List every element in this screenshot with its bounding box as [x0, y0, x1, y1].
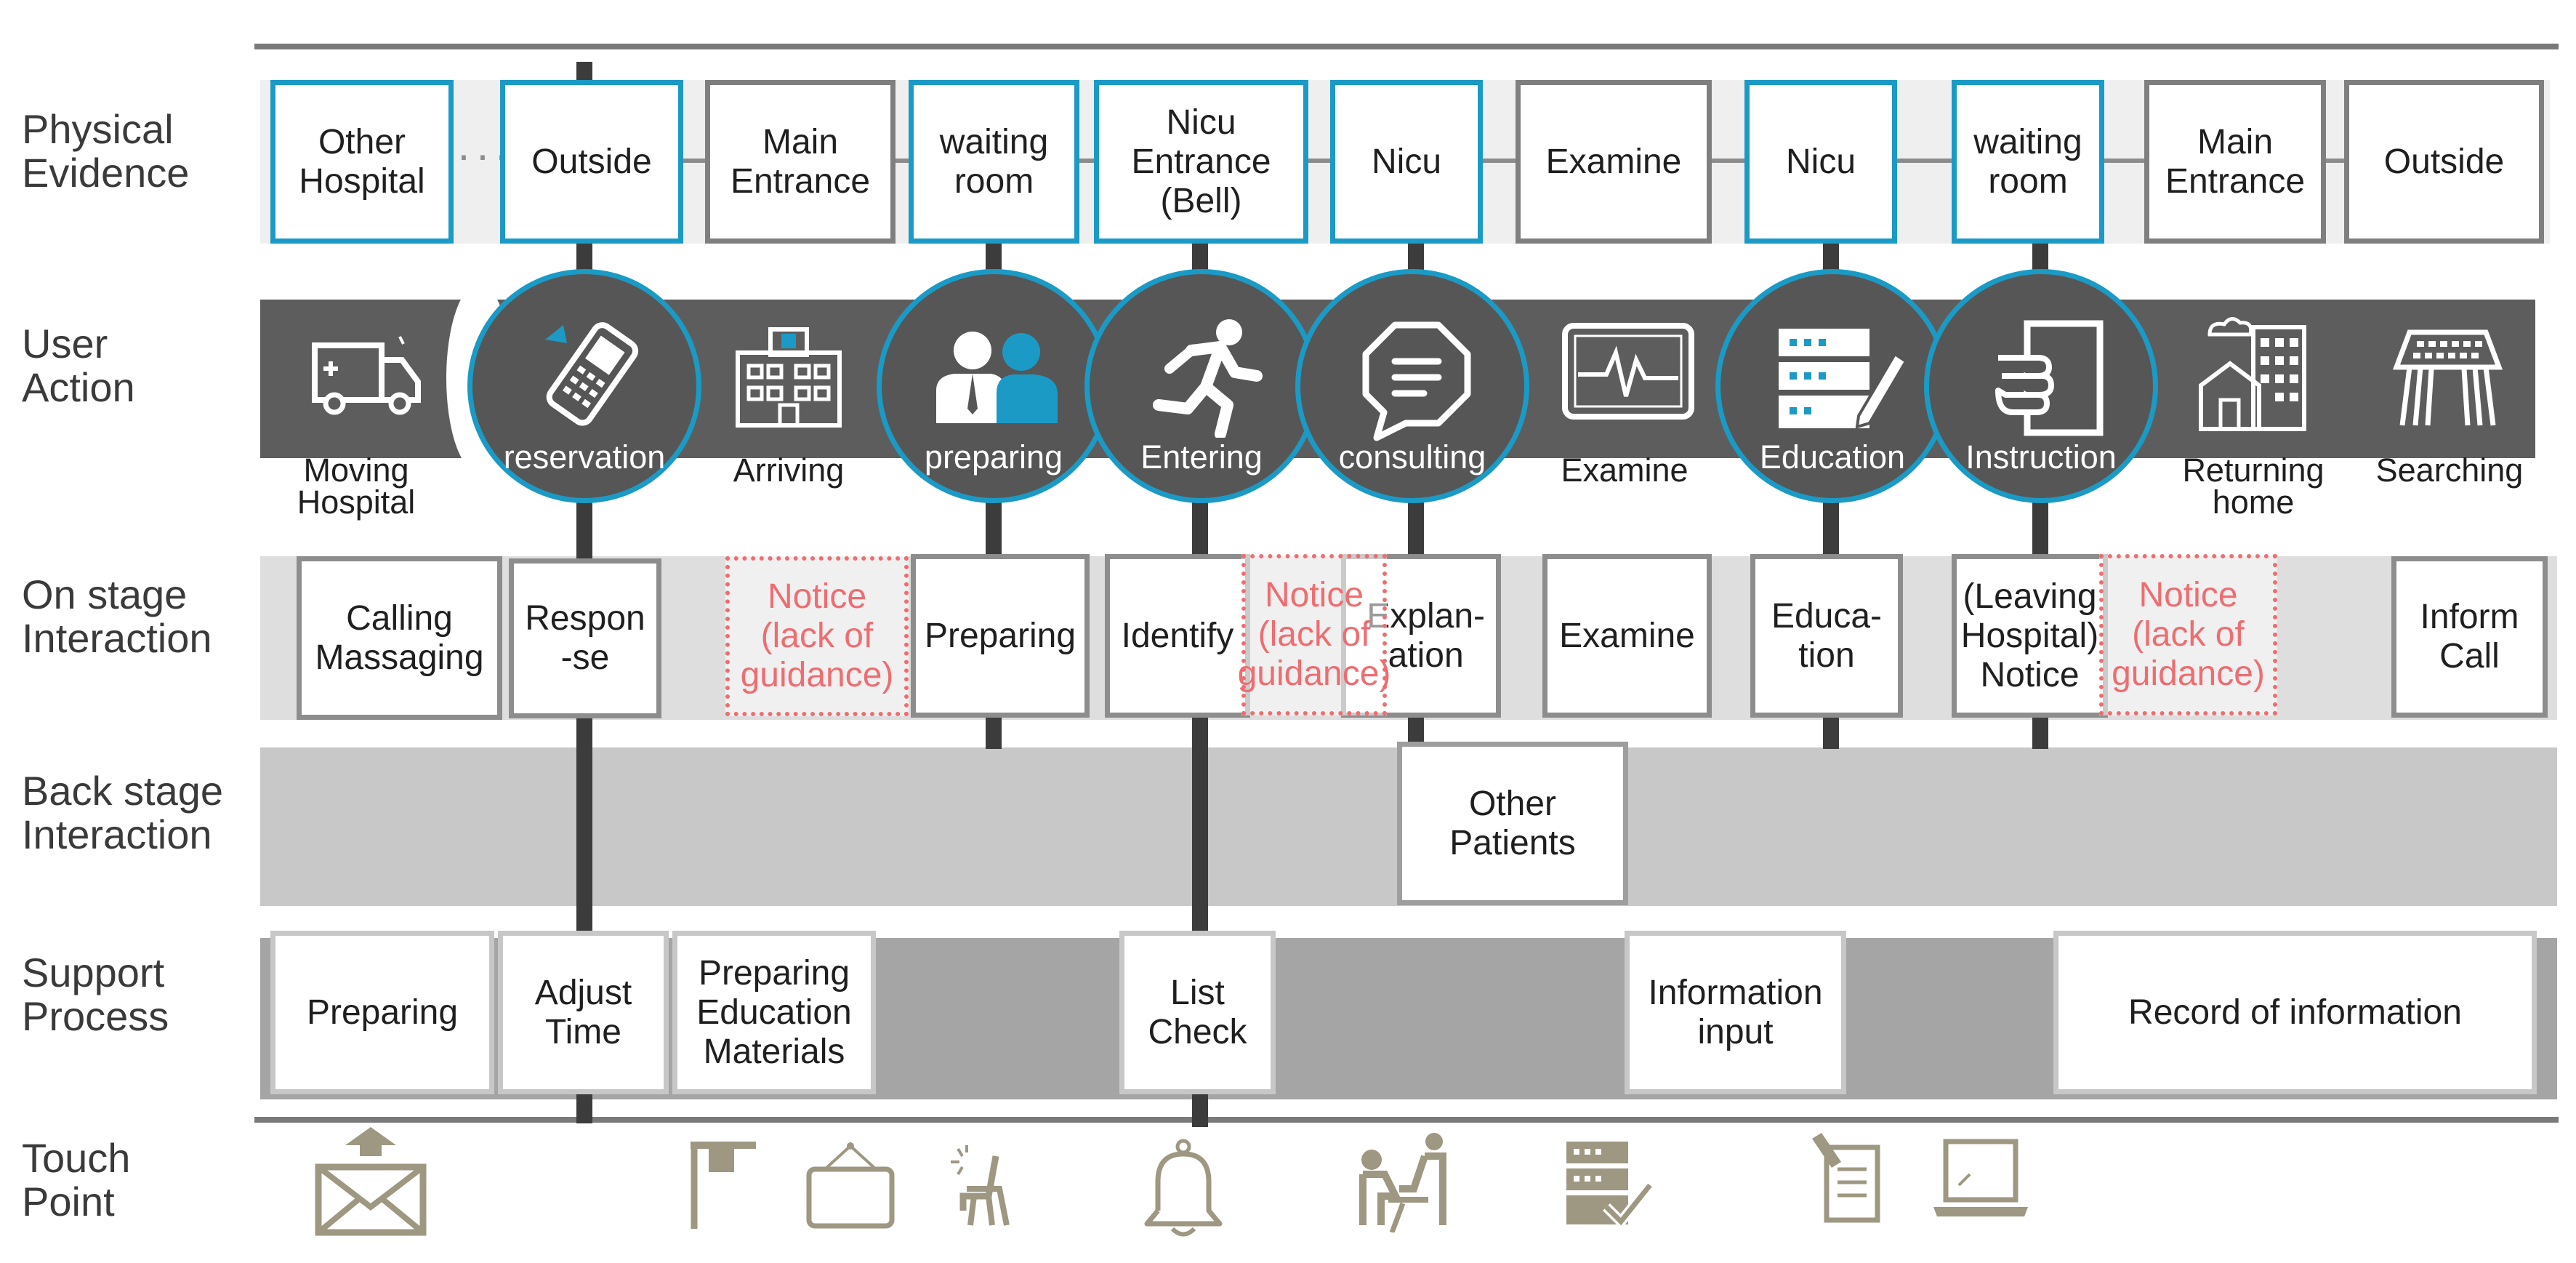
heart-monitor-icon — [1559, 320, 1697, 429]
sp-list-check: List Check — [1119, 931, 1276, 1094]
os-inform-call: Inform Call — [2391, 556, 2548, 718]
pe-connector — [1483, 159, 1516, 163]
pe-connector — [2104, 159, 2144, 163]
pe-connector — [895, 159, 909, 163]
row-label-back-stage: Back stage Interaction — [22, 768, 224, 857]
laptop-icon — [1930, 1138, 2032, 1222]
pe-ellipsis: ··· — [456, 130, 513, 179]
row-label-user-action: User Action — [22, 321, 135, 410]
bottom-rule — [254, 1117, 2559, 1123]
bs-other-patients: Other Patients — [1397, 742, 1628, 905]
ua-circle-preparing: preparing — [877, 269, 1111, 503]
ua-label-education: Education — [1759, 438, 1906, 476]
ua-label-arriving: Arriving — [733, 452, 845, 489]
flag-sign-icon — [687, 1138, 760, 1232]
ua-label-consulting: consulting — [1338, 438, 1486, 476]
os-leaving-notice: (Leaving Hospital) Notice — [1952, 554, 2108, 718]
pe-outside-2: Outside — [2344, 80, 2544, 244]
speech-bubble-icon — [1355, 318, 1478, 441]
pe-connector — [1308, 159, 1330, 163]
server-check-icon — [1563, 1138, 1654, 1230]
pe-waiting-room-2: waiting room — [1952, 80, 2104, 244]
os-examine: Examine — [1542, 554, 1712, 718]
hand-paper-icon — [1987, 318, 2111, 441]
consulting-desk-icon — [1356, 1131, 1450, 1234]
ua-circle-consulting: consulting — [1295, 269, 1529, 503]
pe-main-entrance: Main Entrance — [705, 80, 895, 244]
row-label-physical-evidence: Physical Evidence — [22, 106, 190, 196]
os-education: Educa- tion — [1750, 554, 1903, 718]
ua-circle-entering: Entering — [1084, 269, 1319, 503]
mail-upload-icon — [313, 1123, 429, 1240]
pe-connector — [2326, 159, 2344, 163]
ua-label-preparing: preparing — [924, 438, 1063, 476]
ua-label-instruction: Instruction — [1965, 438, 2117, 476]
chair-icon — [945, 1142, 1014, 1229]
ua-label-moving-hospital: Moving Hospital — [297, 452, 416, 521]
os-response: Respon -se — [509, 558, 661, 718]
pe-connector — [1712, 159, 1744, 163]
document-pen-icon — [1771, 321, 1909, 438]
pe-main-entrance-2: Main Entrance — [2144, 80, 2326, 244]
pe-connector — [1079, 159, 1094, 163]
pe-nicu-2: Nicu — [1744, 80, 1897, 244]
os-preparing: Preparing — [911, 554, 1090, 718]
pe-outside: Outside — [500, 80, 683, 244]
sp-information-input: Information input — [1625, 931, 1846, 1094]
hospital-building-icon — [730, 324, 847, 429]
sp-education-materials: Preparing Education Materials — [672, 931, 876, 1094]
pe-connector — [683, 159, 705, 163]
sp-adjust-time: Adjust Time — [498, 931, 669, 1094]
row-label-support: Support Process — [22, 950, 169, 1039]
ua-circle-reservation: reservation — [467, 269, 701, 503]
os-notice-3: Notice (lack of guidance) — [2099, 554, 2277, 715]
sp-preparing: Preparing — [270, 931, 494, 1094]
pe-waiting-room: waiting room — [909, 80, 1079, 244]
pe-nicu: Nicu — [1330, 80, 1483, 244]
top-rule — [254, 44, 2559, 49]
ua-label-entering: Entering — [1140, 438, 1263, 476]
os-calling-massaging: Calling Massaging — [297, 556, 502, 720]
bell-icon — [1140, 1138, 1227, 1240]
ua-circle-instruction: Instruction — [1924, 269, 2158, 503]
hanging-sign-icon — [803, 1140, 898, 1231]
os-identify: Identify — [1105, 554, 1250, 718]
row-label-touch-point: Touch Point — [22, 1135, 131, 1224]
os-notice-2: Notice (lack of guidance) — [1238, 554, 1390, 715]
running-person-icon — [1148, 314, 1271, 440]
pe-examine: Examine — [1516, 80, 1712, 244]
row-label-on-stage: On stage Interaction — [22, 572, 212, 661]
pe-connector — [1897, 159, 1952, 163]
document-edit-icon — [1808, 1133, 1885, 1224]
ua-label-returning-home: Returning home — [2182, 452, 2325, 521]
ua-label-searching: Searching — [2375, 452, 2524, 489]
house-city-icon — [2195, 313, 2311, 436]
ambulance-icon — [309, 331, 425, 418]
pe-nicu-entrance: Nicu Entrance (Bell) — [1094, 80, 1308, 244]
ua-label-reservation: reservation — [503, 438, 666, 476]
keyboard-hands-icon — [2388, 324, 2508, 433]
people-icon — [933, 329, 1063, 427]
os-notice-1: Notice (lack of guidance) — [725, 556, 909, 716]
ua-circle-education: Education — [1715, 269, 1949, 503]
pe-other-hospital: Other Hospital — [270, 80, 454, 244]
sp-record-of-information: Record of information — [2053, 931, 2537, 1094]
ua-label-examine: Examine — [1561, 452, 1689, 489]
phone-icon — [531, 318, 647, 427]
